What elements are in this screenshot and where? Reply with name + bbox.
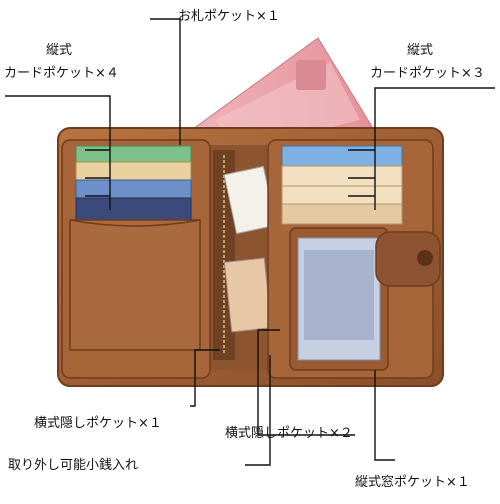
label-vertical-window-pocket: 縦式窓ポケット×１: [355, 475, 470, 490]
label-removable-coin-purse: 取り外し可能小銭入れ: [8, 458, 139, 473]
label-vertical-card-left-line2: カードポケット×４: [4, 66, 119, 81]
label-bill-pocket: お札ポケット×１: [178, 9, 280, 24]
label-vertical-card-right-line1: 縦式: [407, 43, 434, 58]
right-card-stack: [281, 145, 403, 225]
label-vertical-card-right-line2: カードポケット×３: [370, 66, 485, 81]
label-horizontal-hidden-pocket-1: 横式隠しポケット×１: [34, 416, 162, 431]
label-vertical-card-left-line1: 縦式: [46, 43, 73, 58]
label-horizontal-hidden-pocket-2: 横式隠しポケット×２: [225, 426, 353, 441]
left-card-stack: [75, 145, 192, 221]
snap-strap: [375, 231, 441, 287]
